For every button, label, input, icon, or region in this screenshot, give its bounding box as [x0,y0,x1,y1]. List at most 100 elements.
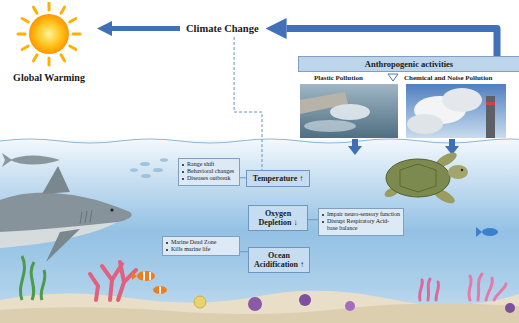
sea-surface [0,139,519,143]
fish [130,168,138,172]
anemone [420,279,439,300]
smoke [407,114,443,134]
sun-ray [70,19,76,23]
sun-ray [61,55,65,61]
sun-ray [70,46,76,50]
bullet-dot [182,164,184,166]
urchin [505,303,515,313]
sun-ray [22,46,28,50]
dashed-connector [234,37,262,170]
shark-fin [46,229,80,262]
down-arrow [449,139,455,147]
clownfish-tail [132,272,137,280]
ocean [0,140,519,323]
effect-box: Range shiftBehavioral changesDiseases ou… [178,158,240,186]
shark-eye [110,208,113,211]
seaweed [20,256,45,300]
small-shark [10,156,60,165]
shark-fin [42,166,70,194]
fish [141,174,151,178]
node-text: Global Warming [4,2,94,83]
urchin [345,301,355,311]
bullet-item: Behavioral changes [182,168,236,175]
sun-ray [34,55,38,61]
bullet-dot [182,178,184,180]
clownfish [153,286,167,294]
flow-arrow [112,26,180,31]
node-text: Oxygen Depletion ↓ [251,209,305,227]
small-shark-tail [2,153,12,167]
source-label: Plastic Pollution [314,74,363,82]
driver-box: Ocean Acidification ↑ [248,247,310,273]
effect-text: Kills marine life [171,246,210,253]
node-text: Anthropogenic activities [365,59,453,69]
effect-text: Range shift [187,161,215,168]
effect-text: Diseases outbreak [187,175,231,182]
bullet-item: Diseases outbreak [182,175,236,182]
driver-box: Oxygen Depletion ↓ [248,205,308,231]
bullet-item: Impair neuro-sensory function [322,211,400,218]
activity-band: Anthropogenic activities [298,56,519,72]
sun-node: Global Warming [4,2,94,83]
bullet-item: Range shift [182,161,236,168]
clownfish [137,271,155,281]
foam [330,104,370,120]
bullet-item: Marine Dead Zone [166,239,236,246]
blue-fish [482,228,498,236]
effect-text: Behavioral changes [187,168,234,175]
effect-text: Disrupt Respiratory Acid- base balance [327,218,400,232]
turtle-eye [461,169,463,171]
sun-ray [73,33,80,36]
clownfish-stripe [149,272,151,280]
effect-box: Marine Dead ZoneKills marine life [162,236,240,256]
bullet-dot [182,171,184,173]
fish [160,158,168,162]
effect-box: Impair neuro-sensory functionDisrupt Res… [318,208,404,236]
effect-text: Marine Dead Zone [171,239,216,246]
sun-ray [48,3,51,10]
turtle-pattern [400,164,436,192]
bullet-item: Kills marine life [166,246,236,253]
bullet-item: Disrupt Respiratory Acid- base balance [322,218,400,232]
sea-anemone [194,296,206,308]
sun-icon [4,2,94,68]
sea-floor [0,291,519,323]
sun-ray [34,7,38,13]
sun-ray [48,58,51,65]
node-text: Temperature ↑ [249,174,307,183]
effect-text: Impair neuro-sensory function [327,211,400,218]
anemone [469,274,506,300]
shark-gills [80,210,92,224]
foam [304,120,356,132]
fish [153,168,163,172]
bullet-dot [166,249,168,251]
turtle-head [448,165,468,179]
heading-node: Climate Change [183,21,262,36]
fish [140,162,150,166]
chimney-band [486,102,495,105]
clownfish-stripe [143,272,145,281]
sun-ray [61,7,65,13]
coral [90,262,136,300]
urchin [248,297,262,311]
urchin [299,294,311,306]
sun-ray [22,19,28,23]
bullet-dot [322,221,324,223]
node-text: Ocean Acidification ↑ [251,251,307,269]
smoke [442,88,482,112]
flow-arrow [308,219,318,220]
turtle-shell [386,159,450,197]
clownfish-stripe [159,287,161,294]
chimney [486,96,495,138]
bullet-dot [322,214,324,216]
photo-smoke [406,84,506,138]
sun-ray [18,33,25,36]
node-text: Climate Change [183,21,262,36]
down-arrow-head [348,146,362,155]
driver-box: Temperature ↑ [246,170,310,187]
pointer-triangle [388,74,398,81]
